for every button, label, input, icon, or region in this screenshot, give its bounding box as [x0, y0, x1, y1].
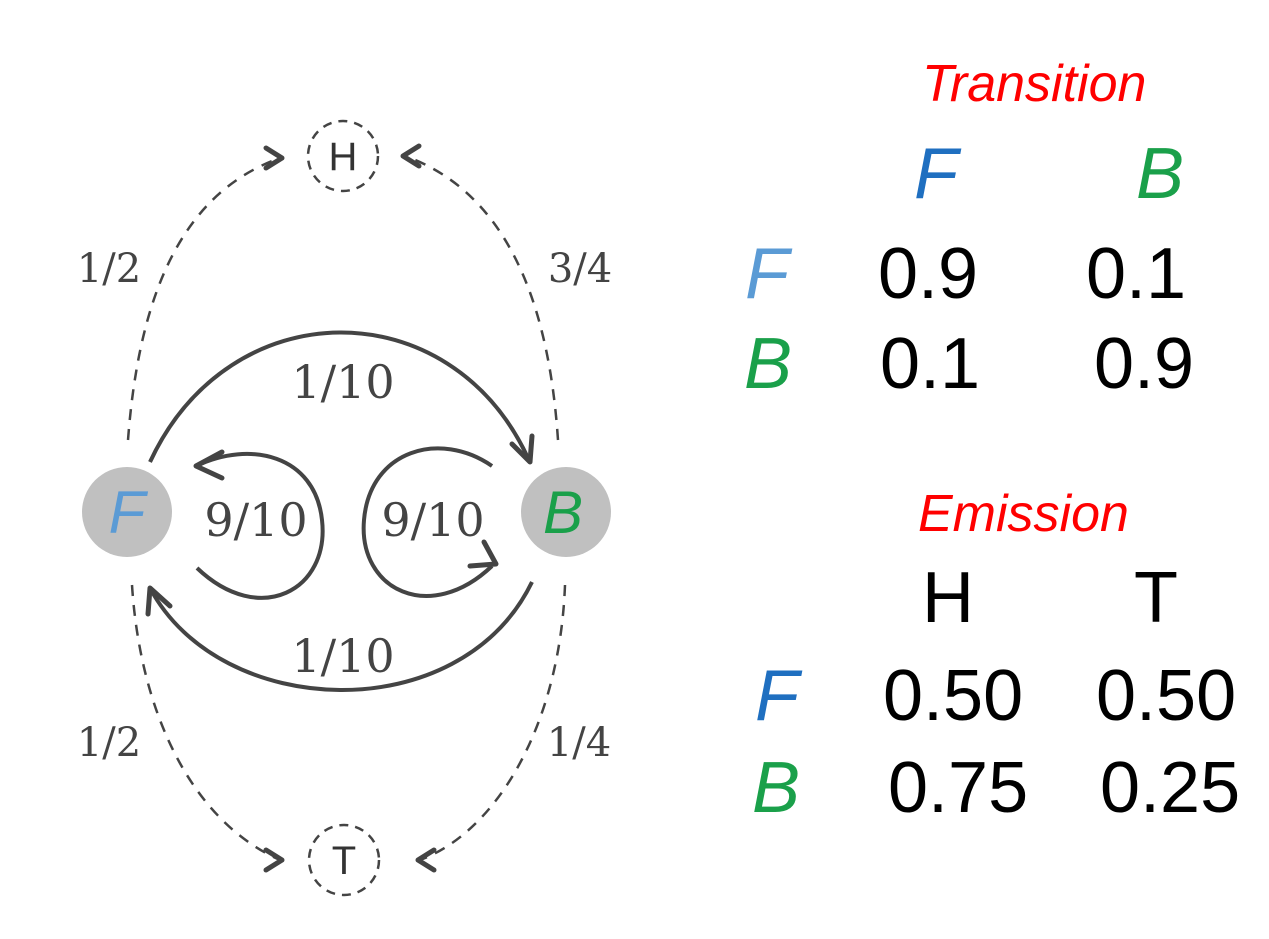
node-biased-label: B	[543, 479, 583, 546]
arrowhead-tails-left	[263, 847, 285, 873]
arrowhead-heads-left	[263, 145, 285, 171]
arrowhead-biased-self	[467, 539, 499, 569]
node-fair-label: F	[109, 479, 149, 546]
emission-title: Emission	[918, 485, 1129, 543]
arrowhead-tails-right	[415, 847, 437, 873]
edge-biased-to-tails	[419, 584, 567, 862]
emission-value-ft: 0.50	[1096, 656, 1237, 736]
label-fair-to-biased: 1/10	[291, 355, 394, 409]
label-biased-to-fair: 1/10	[291, 629, 394, 683]
edge-biased-self	[361, 446, 494, 598]
edge-fair-self	[195, 451, 325, 600]
emission-value-bh: 0.75	[888, 748, 1029, 828]
arrowhead-heads-right	[400, 143, 422, 169]
label-fair-to-heads: 1/2	[77, 246, 141, 292]
edge-biased-to-heads	[404, 154, 560, 441]
emission-row-label-biased: B	[752, 748, 801, 828]
edge-fair-to-tails	[130, 584, 281, 862]
edge-biased-to-fair	[148, 581, 534, 692]
label-biased-to-tails: 1/4	[547, 720, 611, 766]
transition-row-label-biased: B	[744, 324, 793, 404]
transition-row-label-fair: F	[745, 234, 789, 314]
transition-title: Transition	[922, 55, 1147, 113]
label-fair-to-tails: 1/2	[77, 720, 141, 766]
emission-row-label-fair: F	[755, 656, 799, 736]
node-biased	[521, 467, 611, 557]
node-heads-label: H	[329, 135, 358, 179]
node-heads	[306, 119, 380, 193]
label-biased-self: 9/10	[381, 493, 484, 547]
edge-fair-to-heads	[126, 156, 281, 441]
emission-col-header-heads: H	[922, 558, 974, 638]
label-biased-to-heads: 3/4	[548, 246, 612, 292]
transition-value-fb: 0.1	[1086, 234, 1187, 314]
label-fair-self: 9/10	[204, 493, 307, 547]
emission-col-header-tails: T	[1134, 558, 1178, 638]
transition-col-header-fair: F	[914, 134, 958, 214]
arrowhead-biased-to-fair	[145, 585, 173, 617]
transition-col-header-biased: B	[1136, 134, 1185, 214]
emission-value-fh: 0.50	[883, 656, 1024, 736]
emission-value-bt: 0.25	[1100, 748, 1241, 828]
node-tails	[307, 823, 381, 897]
transition-value-ff: 0.9	[878, 234, 979, 314]
arrowhead-fair-to-biased	[509, 433, 535, 465]
node-fair	[82, 467, 172, 557]
transition-value-bf: 0.1	[880, 324, 981, 404]
node-tails-label: T	[332, 839, 356, 883]
arrowhead-fair-self	[193, 449, 225, 481]
edge-fair-to-biased	[148, 330, 530, 463]
transition-value-bb: 0.9	[1094, 324, 1195, 404]
